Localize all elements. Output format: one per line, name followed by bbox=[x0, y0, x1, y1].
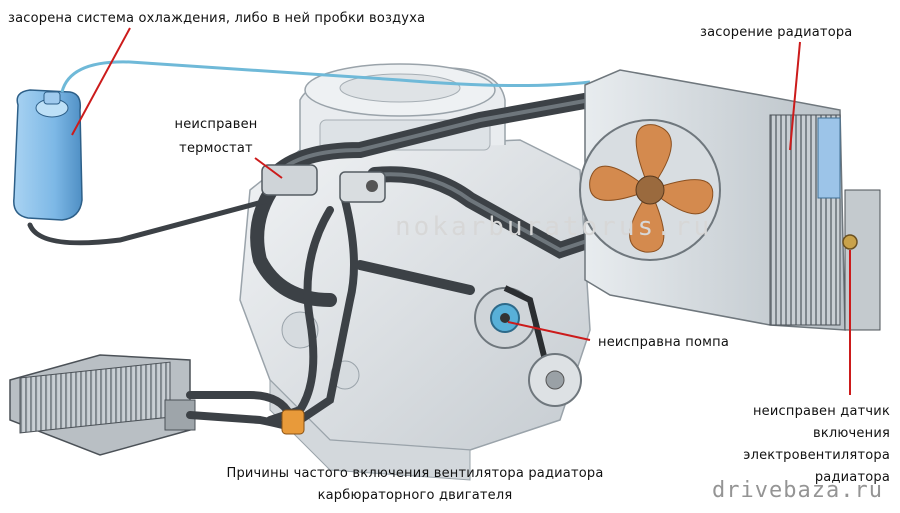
expansion-tank bbox=[13, 89, 83, 221]
diagram-caption: Причины частого включения вентилятора ра… bbox=[200, 465, 630, 505]
label-thermostat-line2: термостат bbox=[179, 141, 253, 156]
label-sensor-line1: неисправен датчик bbox=[752, 404, 890, 419]
label-sensor-line4: радиатора bbox=[814, 470, 890, 485]
overflow-tube bbox=[60, 60, 591, 93]
label-sensor: неисправен датчик включения электровенти… bbox=[700, 403, 890, 487]
crank-pulley bbox=[528, 353, 582, 407]
heater-core bbox=[9, 354, 196, 456]
label-radiator-clogged: засорение радиатора bbox=[700, 25, 853, 40]
center-watermark: nokarburatorus.ru bbox=[395, 212, 713, 242]
label-pump-faulty: неисправна помпа bbox=[598, 335, 729, 350]
hose-clamp bbox=[281, 409, 305, 435]
label-sensor-line2: включения bbox=[812, 426, 890, 441]
caption-line2: карбюраторного двигателя bbox=[317, 488, 513, 503]
label-sensor-line3: электровентилятора bbox=[743, 448, 890, 463]
label-thermostat-line1: неисправен bbox=[174, 117, 258, 132]
caption-line1: Причины частого включения вентилятора ра… bbox=[226, 466, 604, 481]
leader-lines bbox=[71, 27, 851, 395]
fan-blades bbox=[589, 124, 714, 253]
label-cooling-clogged: засорена система охлаждения, либо в ней … bbox=[8, 11, 426, 26]
corner-watermark: drivebaza.ru bbox=[712, 478, 883, 503]
radiator bbox=[579, 69, 881, 331]
fan-switch-sensor bbox=[842, 234, 858, 250]
label-thermostat: неисправен термостат bbox=[168, 116, 264, 158]
